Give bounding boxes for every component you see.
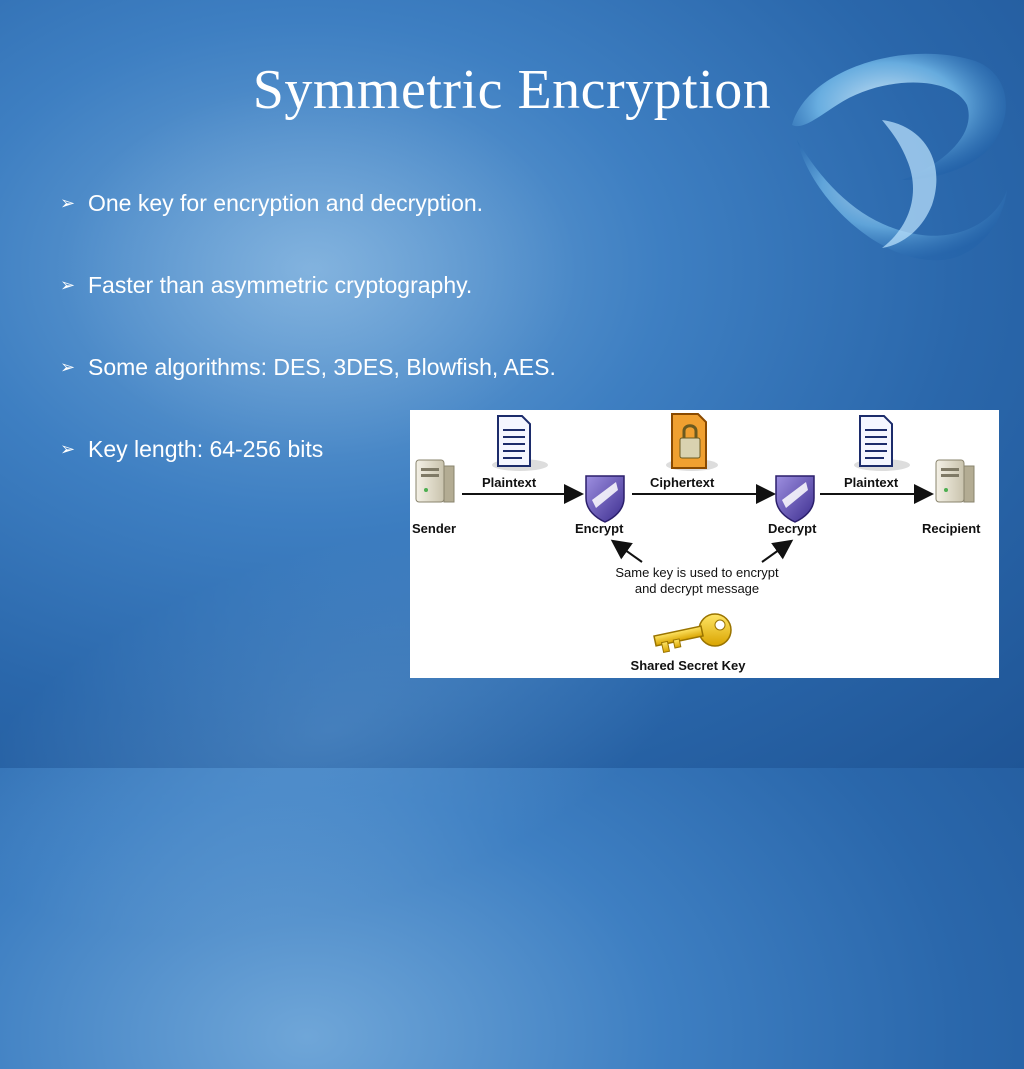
background-haze (60, 80, 580, 460)
bullet-text: Key length: 64-256 bits (88, 435, 324, 462)
ciphertext-padlock-document-icon (666, 413, 718, 471)
ciphertext-label: Ciphertext (650, 475, 715, 490)
shared-key-label: Shared Secret Key (631, 658, 747, 673)
bullet-item: ➢ Key length: 64-256 bits (60, 431, 556, 467)
note-line-2: and decrypt message (635, 581, 759, 596)
plaintext-document-icon (492, 415, 548, 471)
arrow-bullet-icon: ➢ (60, 274, 76, 295)
encrypt-label: Encrypt (575, 521, 624, 536)
decrypt-shield-icon (775, 475, 815, 523)
encrypt-shield-icon (585, 475, 625, 523)
swirl-logo-icon (792, 53, 1007, 261)
plaintext-document-icon (854, 415, 910, 471)
key-icon (653, 613, 732, 654)
decrypt-label: Decrypt (768, 521, 817, 536)
arrow-bullet-icon: ➢ (60, 438, 76, 459)
bullet-text: One key for encryption and decryption. (88, 189, 484, 216)
plaintext-label-2: Plaintext (844, 475, 899, 490)
sender-server-icon (415, 459, 455, 503)
arrow-bullet-icon: ➢ (60, 356, 76, 377)
bullet-list: ➢ One key for encryption and decryption.… (60, 185, 556, 513)
bullet-item: ➢ Some algorithms: DES, 3DES, Blowfish, … (60, 349, 556, 385)
bullet-text: Faster than asymmetric cryptography. (88, 271, 473, 298)
note-line-1: Same key is used to encrypt (615, 565, 779, 580)
encryption-diagram: Sender Plaintext Encrypt Ciphertext (410, 410, 999, 678)
bullet-text: Some algorithms: DES, 3DES, Blowfish, AE… (88, 353, 556, 380)
arrow-bullet-icon: ➢ (60, 192, 76, 213)
recipient-server-icon (935, 459, 975, 503)
diagram-canvas: Sender Plaintext Encrypt Ciphertext (412, 413, 981, 673)
arrow-key-to-encrypt (610, 539, 643, 563)
bullet-item: ➢ One key for encryption and decryption. (60, 185, 556, 221)
arrow-key-to-decrypt (761, 539, 794, 563)
plaintext-label-1: Plaintext (482, 475, 537, 490)
slide-title: Symmetric Encryption (252, 59, 772, 121)
recipient-label: Recipient (922, 521, 981, 536)
bullet-item: ➢ Faster than asymmetric cryptography. (60, 267, 556, 303)
sender-label: Sender (412, 521, 456, 536)
